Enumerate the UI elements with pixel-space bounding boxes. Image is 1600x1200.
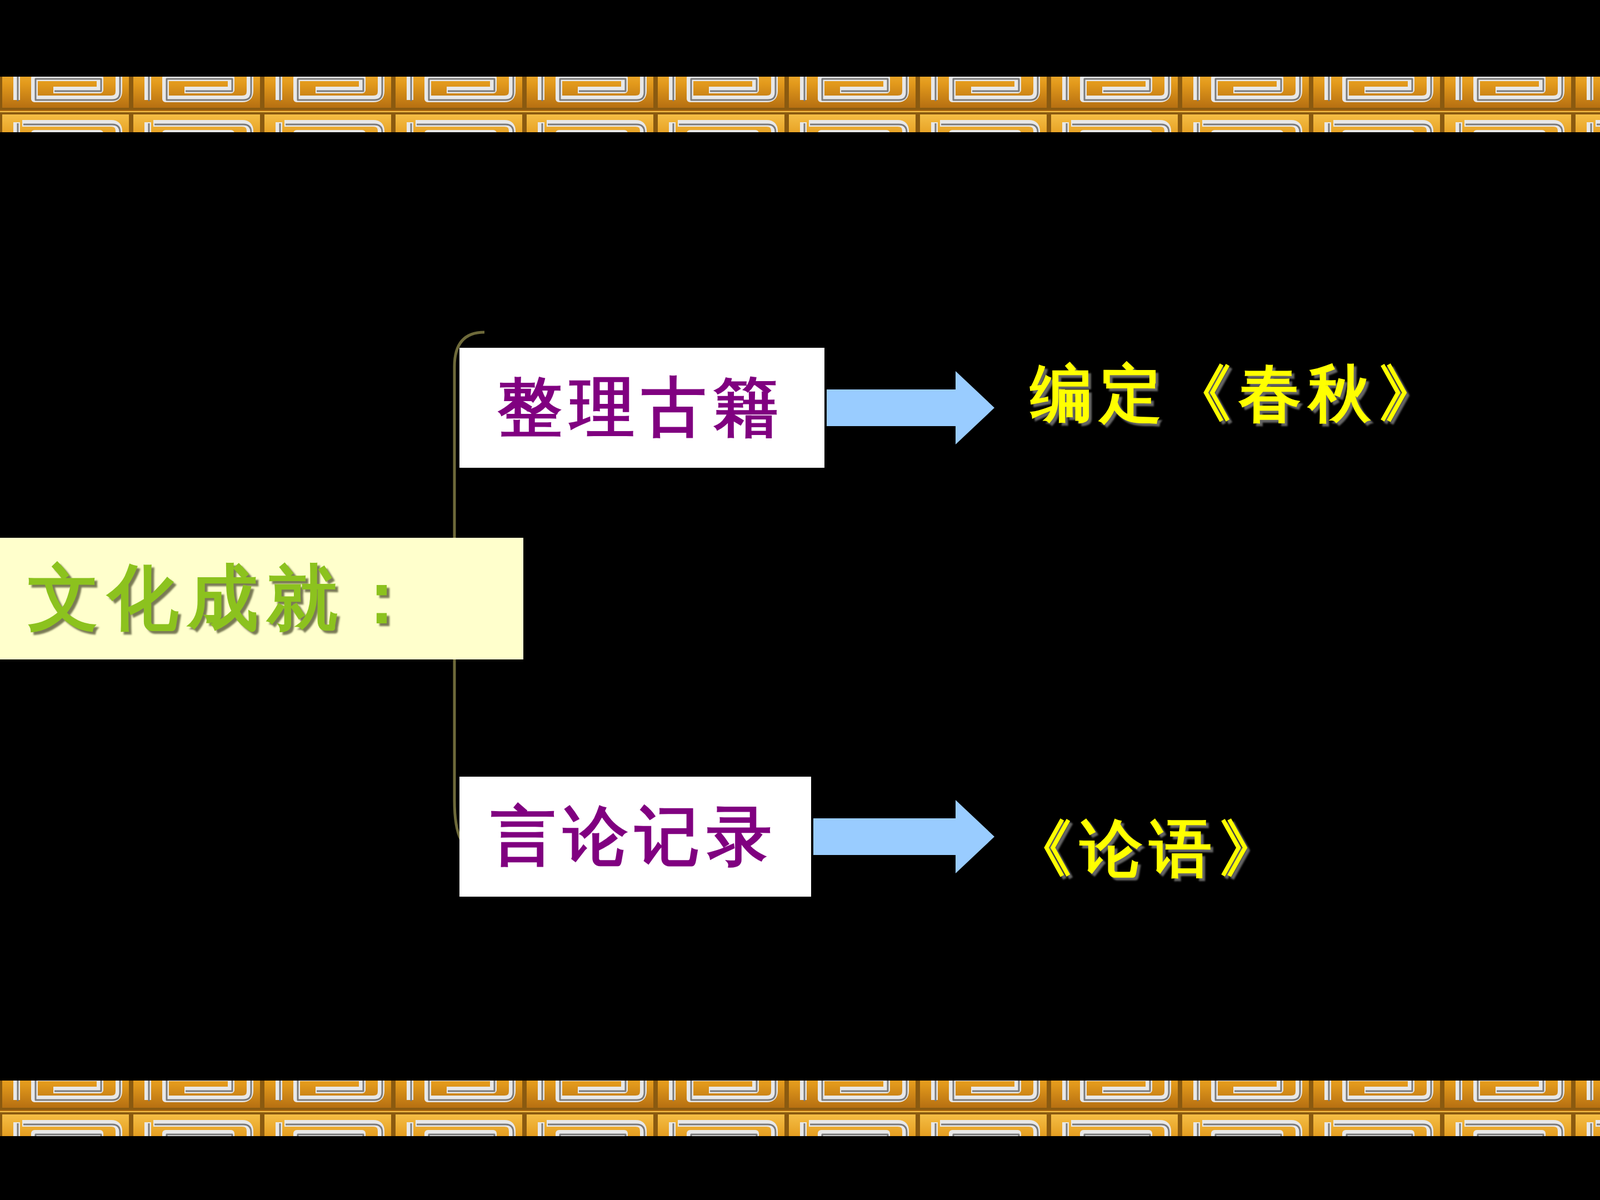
node-label: 《论语》 [1010, 807, 1289, 892]
process-box: 言论记录 [459, 776, 812, 897]
node-label: 编定《春秋》 [1030, 352, 1449, 437]
border-band [0, 1080, 1600, 1137]
category-box: 文化成就： [0, 537, 524, 660]
node-label: 整理古籍 [497, 364, 787, 452]
block-arrow [813, 800, 995, 874]
border-band [0, 76, 1600, 133]
result-text: 编定《春秋》 [1005, 347, 1473, 441]
result-text: 《论语》 [1005, 802, 1294, 896]
block-arrow [826, 371, 995, 445]
node-label: 文化成就： [27, 550, 427, 647]
node-label: 言论记录 [491, 793, 780, 880]
process-box: 整理古籍 [459, 347, 825, 468]
